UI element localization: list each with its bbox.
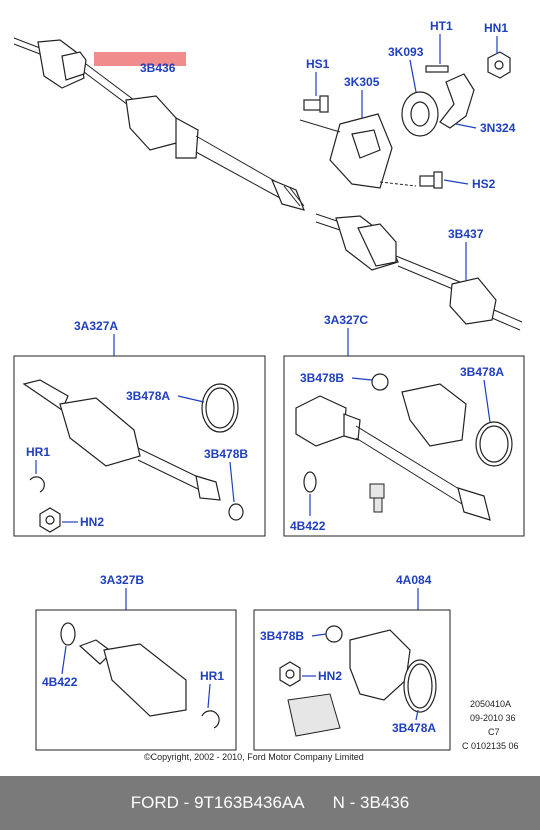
copyright: ©Copyright, 2002 - 2010, Ford Motor Comp…: [144, 752, 364, 762]
label-a-3b478b: 3B478B: [204, 447, 248, 461]
intermediate-bracket-3k305: [299, 113, 417, 189]
nut-hn1: [487, 51, 511, 79]
shaft-assembly-3a327b: [78, 639, 187, 717]
box-3a327a: [13, 355, 266, 537]
box-c-title: 3A327C: [324, 313, 368, 327]
label-c-3b478a: 3B478A: [460, 365, 504, 379]
label-3b436: 3B436: [140, 61, 176, 75]
label-hn1: HN1: [484, 21, 508, 35]
label-a-3b478a: 3B478A: [126, 389, 170, 403]
clamp-3b478b-c: [371, 373, 389, 391]
shaft-assembly-3a327a: [22, 379, 221, 501]
tripod-joint-c: [369, 483, 385, 513]
circlip-hr1-b: [201, 710, 220, 729]
label-a-hr1: HR1: [26, 445, 50, 459]
bolt-hs2: [419, 171, 443, 189]
label-hs2: HS2: [472, 177, 496, 191]
clamp-3b478b-a: [228, 503, 244, 521]
circlip-4b422-b: [60, 622, 76, 646]
box-d-title: 4A084: [396, 573, 432, 587]
nut-hn2-a: [39, 507, 61, 533]
label-hs1: HS1: [306, 57, 330, 71]
clamp-3b478a-a: [201, 383, 239, 433]
boot-3a327c: [401, 383, 467, 447]
label-d-hn2: HN2: [318, 669, 342, 683]
drive-shaft-3b437: [315, 213, 523, 331]
nut-hn2-d: [279, 661, 301, 687]
label-a-hn2: HN2: [80, 515, 104, 529]
highlight-bar: [94, 52, 186, 66]
info-line-2: 09-2010 36: [470, 713, 516, 723]
info-line-4: C 0102135 06: [462, 741, 519, 751]
clamp-3b478a-d: [403, 659, 437, 713]
part-number: FORD - 9T163B436AA: [130, 793, 305, 812]
box-a-title: 3A327A: [74, 319, 118, 333]
label-c-4b422: 4B422: [290, 519, 326, 533]
part-number-bar: FORD - 9T163B436AA N - 3B436: [0, 776, 540, 830]
bearing-3k093: [401, 91, 439, 137]
info-line-1: 2050410A: [470, 699, 511, 709]
label-c-3b478b: 3B478B: [300, 371, 344, 385]
label-3k305: 3K305: [344, 75, 380, 89]
circlip-4b422-c: [303, 471, 317, 493]
box-b-title: 3A327B: [100, 573, 144, 587]
label-ht1: HT1: [430, 19, 453, 33]
box-3a327c: [283, 355, 525, 537]
bolt-ht1: [425, 65, 449, 73]
drive-shaft-3b436: [13, 37, 306, 211]
info-line-3: C7: [488, 727, 500, 737]
bearing-cap-3n324: [439, 73, 475, 129]
part-code: N - 3B436: [332, 793, 410, 812]
label-b-4b422: 4B422: [42, 675, 78, 689]
box-3a327b: [35, 609, 237, 751]
label-3b437: 3B437: [448, 227, 484, 241]
label-3k093: 3K093: [388, 45, 424, 59]
grease-pack-d: [287, 693, 341, 737]
label-d-3b478b: 3B478B: [260, 629, 304, 643]
boot-4a084: [349, 629, 411, 701]
label-d-3b478a: 3B478A: [392, 721, 436, 735]
circlip-hr1-a: [29, 476, 45, 493]
clamp-3b478a-c: [475, 421, 513, 467]
label-3n324: 3N324: [480, 121, 516, 135]
box-4a084: [253, 609, 451, 751]
bolt-hs1: [303, 95, 329, 113]
label-b-hr1: HR1: [200, 669, 224, 683]
shaft-assembly-3a327c: [295, 395, 491, 521]
clamp-3b478b-d: [325, 625, 343, 643]
